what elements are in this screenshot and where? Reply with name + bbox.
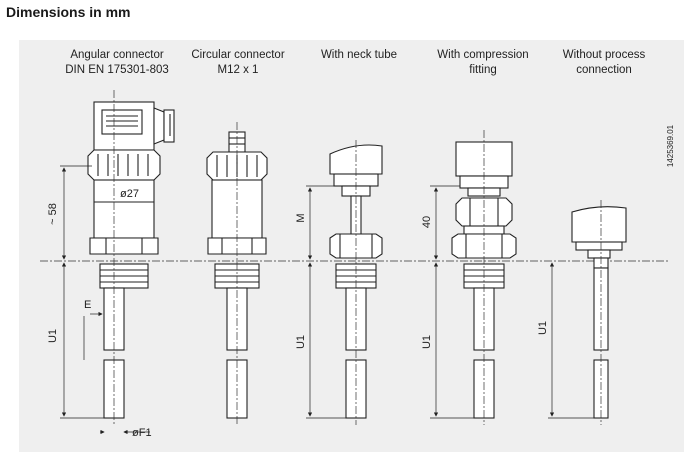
dim-approx-58: ~ 58 [47,203,59,225]
dim-diameter-f1: øF1 [132,427,152,439]
col-header-line1: Without process [562,49,646,61]
col-header-neck-tube: With neck tube [294,48,424,63]
col-header-angular: Angular connector DIN EN 175301-803 [52,48,182,78]
angular-plug-cap [163,109,175,143]
angular-hex [89,237,159,255]
dim-u1-col5: U1 [537,321,549,335]
col-header-line2: M12 x 1 [217,64,259,76]
col-header-compression: With compression fitting [418,48,548,78]
bare-head-base [575,241,623,251]
dim-e: E [84,299,91,311]
sensor-angular-connector [87,90,175,425]
compression-dimensions [430,185,474,419]
dim-40: 40 [421,216,433,228]
sensor-compression-fitting [451,130,517,425]
angular-plug-side [153,107,165,145]
dim-m: M [295,213,307,222]
angular-sensor-body [93,179,155,239]
col-header-line1: Angular connector [70,49,164,61]
sensor-neck-tube [329,140,383,425]
page-title: Dimensions in mm [6,4,131,20]
dim-u1-col3: U1 [295,335,307,349]
col-header-no-process: Without process connection [539,48,669,78]
col-header-circular: Circular connector M12 x 1 [173,48,303,78]
sensor-circular-connector [206,122,268,425]
col-header-line2: fitting [469,64,497,76]
col-header-line2: DIN EN 175301-803 [65,64,169,76]
bare-head [571,206,627,243]
col-header-line1: With neck tube [320,49,398,61]
col-header-line2: connection [576,64,632,76]
drawing-number: 1425369.01 [666,124,675,167]
bare-dimensions [548,262,594,419]
dim-u1-col4: U1 [421,335,433,349]
neck-dimensions [306,185,346,419]
dim-u1-col1: U1 [47,329,59,343]
sensor-without-process-connection [571,200,627,425]
col-header-line1: Circular connector [191,49,285,61]
angular-dimensions [60,165,150,435]
col-header-line1: With compression [437,49,529,61]
angular-knurled-nut [87,149,161,181]
dim-diameter-27: ø27 [120,188,139,200]
